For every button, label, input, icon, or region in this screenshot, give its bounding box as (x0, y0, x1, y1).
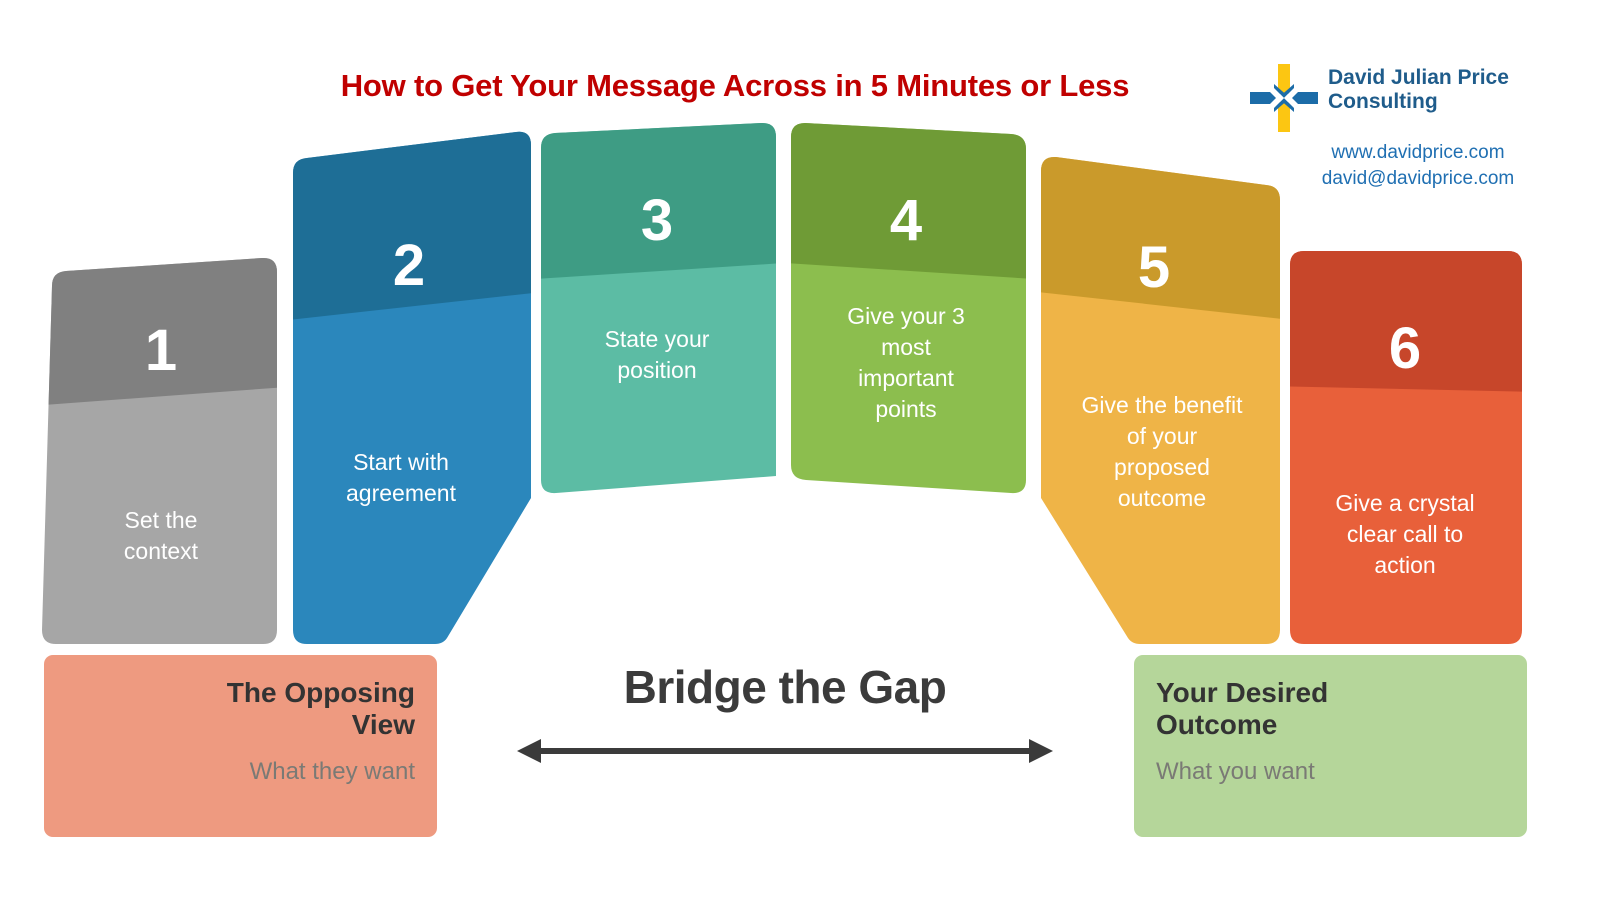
step-caption-5-line2: of your (1127, 423, 1198, 449)
step-block-6[interactable]: 6 Give a crystal clear call to action (1270, 220, 1540, 660)
step-caption-5-line1: Give the benefit (1081, 392, 1243, 418)
step-number-3: 3 (641, 188, 673, 253)
desired-outcome-title-line1: Your Desired (1156, 677, 1329, 708)
desired-outcome-panel: Your Desired Outcome What you want (1134, 655, 1527, 837)
step-caption-3-line1: State your (605, 326, 710, 352)
step-block-4[interactable]: 4 Give your 3 most important points (770, 110, 1050, 530)
step-caption-3-line2: position (617, 357, 696, 383)
brand-website[interactable]: www.davidprice.com (1331, 142, 1505, 163)
step-caption-1-line2: context (124, 538, 199, 564)
step-caption-2-line2: agreement (346, 480, 457, 506)
opposing-view-subtitle: What they want (249, 758, 415, 785)
bridge-the-gap-label: Bridge the Gap (623, 661, 947, 713)
step-block-2[interactable]: 2 Start with agreement (270, 110, 560, 670)
step-block-5[interactable]: 5 Give the benefit of your proposed outc… (1020, 110, 1310, 670)
opposing-view-panel: The Opposing View What they want (44, 655, 437, 837)
four-arrows-converging-icon (1250, 64, 1318, 132)
brand-name: David Julian Price Consulting (1328, 66, 1598, 113)
step-caption-4-line2: most (881, 334, 931, 360)
brand-name-line1: David Julian Price (1328, 66, 1509, 89)
step-caption-4-line3: important (858, 365, 954, 391)
desired-outcome-title: Your Desired Outcome (1156, 677, 1505, 742)
desired-outcome-subtitle: What you want (1156, 758, 1315, 785)
step-caption-5-line3: proposed (1114, 454, 1210, 480)
step-caption-6-line2: clear call to (1347, 521, 1463, 547)
step-caption-4-line4: points (875, 396, 936, 422)
opposing-view-title: The Opposing View (66, 677, 415, 742)
double-headed-arrow-icon (517, 739, 1053, 763)
step-blocks: 1 Set the context 2 Start with agreement… (30, 110, 1540, 670)
step-number-4: 4 (890, 188, 922, 253)
step-number-1: 1 (145, 318, 177, 383)
step-caption-2-line1: Start with (353, 449, 449, 475)
step-number-2: 2 (393, 233, 425, 298)
opposing-view-title-line1: The Opposing (226, 677, 415, 708)
opposing-view-title-line2: View (351, 709, 415, 741)
step-number-6: 6 (1389, 316, 1421, 381)
step-caption-1-line1: Set the (125, 507, 198, 533)
desired-outcome-title-line2: Outcome (1156, 709, 1278, 741)
step-block-1[interactable]: 1 Set the context (30, 240, 300, 660)
step-caption-6-line3: action (1374, 552, 1435, 578)
step-block-3[interactable]: 3 State your position (520, 110, 800, 530)
brand-logo: David Julian Price Consulting www.davidp… (1248, 58, 1598, 203)
brand-email[interactable]: david@davidprice.com (1321, 167, 1515, 189)
step-caption-5-line4: outcome (1118, 485, 1206, 511)
step-caption-6-line1: Give a crystal (1335, 490, 1474, 516)
page-title: How to Get Your Message Across in 5 Minu… (340, 68, 1130, 103)
step-caption-4-line1: Give your 3 (847, 303, 965, 329)
brand-name-line2: Consulting (1328, 89, 1438, 113)
step-number-5: 5 (1138, 235, 1170, 300)
brand-contact: www.davidprice.com david@davidprice.com (1238, 140, 1598, 192)
